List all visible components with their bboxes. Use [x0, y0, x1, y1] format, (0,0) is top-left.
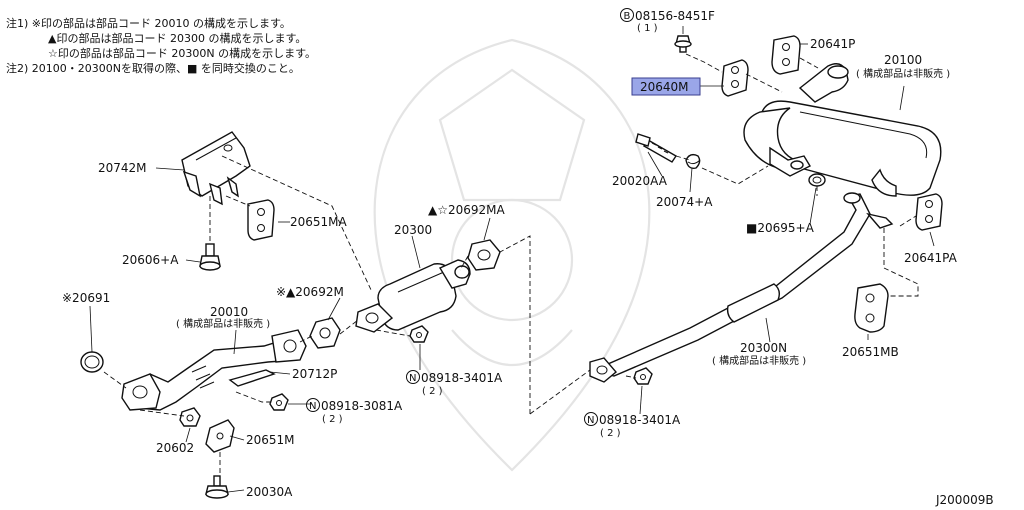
label-20010: 20010 [210, 305, 248, 319]
gasket-20692MA[interactable] [467, 239, 501, 271]
label-20695: ■20695+A [746, 221, 815, 235]
nut-symbol-letter-3081: N [309, 401, 316, 412]
label-20641P: 20641P [810, 37, 855, 51]
front-tube-20010[interactable] [121, 329, 307, 411]
leader-lines [89, 26, 935, 493]
highlight-20640M [631, 77, 701, 96]
nut-symbol-icon-right [584, 412, 598, 426]
gasket-20695[interactable] [808, 173, 826, 187]
label-08918-middle-qty: ( 2 ) [422, 386, 443, 397]
note-1: 注1) ※印の部品は部品コード 20010 の構成を示します。 [6, 16, 291, 30]
label-20100: 20100 [884, 53, 922, 67]
insulator-20712P[interactable] [228, 369, 276, 387]
bolt-08156[interactable] [674, 35, 692, 53]
label-20606: 20606+A [122, 253, 179, 267]
nut-symbol-icon-middle [406, 370, 420, 384]
label-20692M: ※▲20692M [276, 285, 344, 299]
label-20640M: 20640M [640, 80, 689, 94]
hanger-20651MA[interactable] [247, 199, 275, 241]
bolt-20606[interactable] [199, 243, 221, 271]
part-labels: B 08156-8451F ( 1 ) 20641P 20100 ( 構成部品は… [62, 8, 994, 507]
label-20074: 20074+A [656, 195, 713, 209]
label-08156-qty: ( 1 ) [637, 23, 658, 34]
hanger-20651MB[interactable] [854, 283, 889, 333]
nut-symbol-icon-3081 [306, 398, 320, 412]
label-20651MA: 20651MA [290, 215, 348, 229]
label-20300N-sub: ( 構成部品は非販売 ) [712, 354, 806, 367]
nut-symbol-letter-right: N [587, 415, 594, 426]
notes-block: 注1) ※印の部品は部品コード 20010 の構成を示します。 ▲印の部品は部品… [6, 16, 316, 75]
label-08156: 08156-8451F [635, 9, 715, 23]
label-08918-right: 08918-3401A [599, 413, 681, 427]
stud-20020AA[interactable] [635, 133, 677, 163]
nut-symbol-letter-middle: N [409, 373, 416, 384]
bolt-symbol-letter: B [624, 11, 631, 22]
label-08918-3081: 08918-3081A [321, 399, 403, 413]
watermark-crest [373, 38, 651, 472]
nut-20602[interactable] [179, 407, 201, 427]
note-3: ☆印の部品は部品コード 20300N の構成を示します。 [48, 46, 316, 60]
label-20691: ※20691 [62, 291, 110, 305]
hanger-20640M[interactable] [721, 59, 749, 97]
diagram-id: J200009B [935, 493, 994, 507]
bolt-symbol-icon [620, 8, 634, 22]
label-08918-right-qty: ( 2 ) [600, 428, 621, 439]
label-20100-sub: ( 構成部品は非販売 ) [856, 67, 950, 80]
label-20030A: 20030A [246, 485, 293, 499]
label-20010-sub: ( 構成部品は非販売 ) [176, 317, 270, 330]
note-4: 注2) 20100・20300Nを取得の際、■ を同時交換のこと。 [6, 61, 300, 75]
label-20651M: 20651M [246, 433, 295, 447]
seal-ring-20691[interactable] [80, 351, 104, 373]
bolt-20030A[interactable] [205, 475, 229, 499]
label-20300N: 20300N [740, 341, 787, 355]
spring-20074[interactable] [685, 153, 701, 170]
label-20641PA: 20641PA [904, 251, 958, 265]
center-pipe-20300N[interactable] [589, 192, 894, 383]
label-20020AA: 20020AA [612, 174, 668, 188]
label-20300: 20300 [394, 223, 432, 237]
gasket-20692M[interactable] [309, 317, 341, 349]
label-20602: 20602 [156, 441, 194, 455]
catalyst-20300[interactable] [355, 259, 471, 333]
bracket-20742M[interactable] [181, 131, 251, 206]
label-08918-middle: 08918-3401A [421, 371, 503, 385]
nut-08918-right[interactable] [633, 367, 653, 385]
label-20712P: 20712P [292, 367, 337, 381]
label-20651MB: 20651MB [842, 345, 899, 359]
nut-08918-middle[interactable] [409, 325, 429, 343]
note-2: ▲印の部品は部品コード 20300 の構成を示します。 [48, 31, 306, 45]
muffler-20100[interactable] [743, 63, 942, 197]
hanger-20651M[interactable] [205, 419, 235, 453]
hanger-20641P[interactable] [771, 35, 801, 75]
label-08918-3081-qty: ( 2 ) [322, 414, 343, 425]
nut-08918-3081[interactable] [269, 393, 289, 411]
label-20692MA: ▲☆20692MA [428, 203, 506, 217]
hanger-20641PA[interactable] [915, 193, 943, 231]
assembly-lines [103, 53, 919, 476]
label-20742M: 20742M [98, 161, 147, 175]
